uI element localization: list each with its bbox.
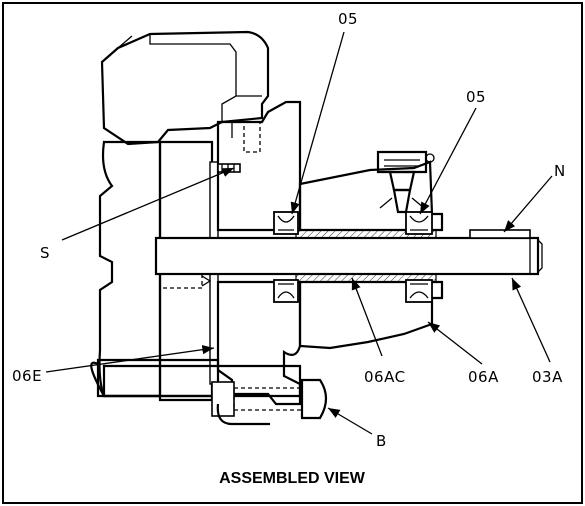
label-03a: 03A <box>532 368 563 386</box>
label-b: B <box>376 432 387 450</box>
shaft-set-screw <box>159 273 212 289</box>
shaft <box>154 229 543 276</box>
seal-right-top <box>405 211 433 235</box>
key-pin <box>217 163 241 173</box>
bolt <box>211 378 328 426</box>
label-seal-05-right: 05 <box>466 88 486 106</box>
label-s: S <box>40 244 50 262</box>
label-06ac: 06AC <box>364 368 406 386</box>
label-06a: 06A <box>468 368 499 386</box>
label-seal-05-left: 05 <box>338 10 358 28</box>
label-n: N <box>554 162 566 180</box>
mounting-block <box>100 30 270 146</box>
leader-lines <box>45 31 553 435</box>
seal-right-bottom <box>405 279 433 303</box>
label-06e: 06E <box>12 367 42 385</box>
seal-left-top <box>273 211 299 235</box>
block-screw <box>231 120 262 153</box>
flange <box>216 100 302 406</box>
seal-left-bottom <box>273 279 299 303</box>
view-caption: ASSEMBLED VIEW <box>219 470 366 487</box>
